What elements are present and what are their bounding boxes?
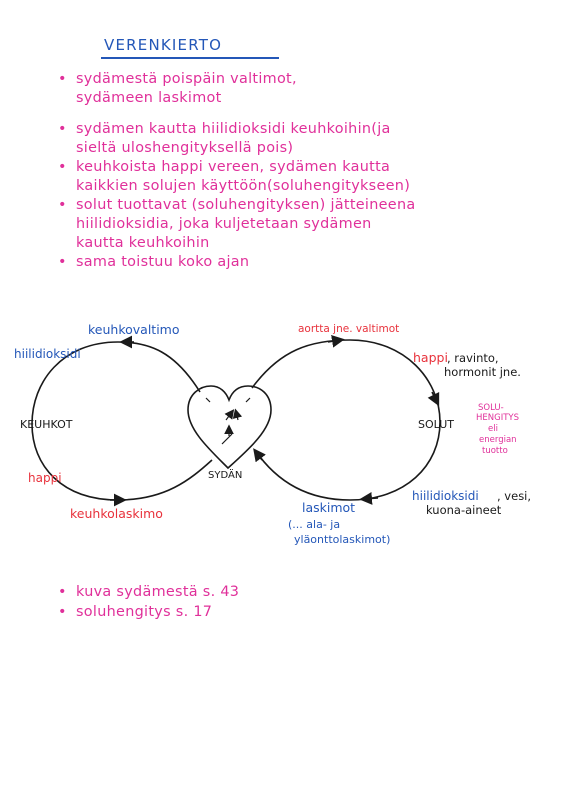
note-line: hiilidioksidia, joka kuljetetaan sydämen: [76, 216, 372, 232]
label-happi-left: happi: [28, 471, 62, 485]
note-line: sydämeen laskimot: [76, 90, 222, 106]
note-item: • keuhkoista happi vereen, sydämen kautt…: [58, 158, 548, 196]
note-item: • sama toistuu koko ajan: [58, 253, 548, 272]
notes-list: • sydämestä poispäin valtimot, sydämeen …: [58, 70, 548, 272]
heart-shape: [187, 385, 272, 470]
bullet: •: [58, 254, 67, 270]
note-item: • solut tuottavat (soluhengityksen) jätt…: [58, 196, 548, 253]
label-keuhkot: KEUHKOT: [20, 418, 73, 431]
title-underline: [101, 57, 279, 59]
bullet: •: [58, 121, 67, 137]
footer-list: • kuva sydämestä s. 43 • soluhengitys s.…: [58, 582, 358, 622]
bullet: •: [58, 71, 67, 87]
soluhengitys-note: SOLU- HENGITYS eli energian tuotto: [476, 403, 519, 456]
note-line: solut tuottavat (soluhengityksen) jättei…: [76, 197, 416, 213]
arrow-laskimot: [359, 492, 379, 505]
note-line: keuhkoista happi vereen, sydämen kautta: [76, 159, 391, 175]
bullet: •: [58, 197, 67, 213]
arrow-aortta: [327, 335, 345, 348]
label-hiilidioksidi-left: hiilidioksidi: [14, 347, 81, 361]
bullet: •: [58, 159, 67, 175]
note-line: kaikkien solujen käyttöön(soluhengitykse…: [76, 178, 411, 194]
note-line: sydämestä poispäin valtimot,: [76, 71, 297, 87]
label-laskimot: laskimot: [302, 500, 355, 515]
label-happi-right: happi: [413, 350, 448, 365]
footer-item: • soluhengitys s. 17: [58, 602, 358, 622]
right-loop-path: [251, 339, 441, 501]
label-aortta: aortta jne. valtimot: [298, 323, 399, 335]
footer-text: soluhengitys s. 17: [76, 604, 213, 620]
soluhengitys-line: SOLU-: [478, 403, 504, 413]
bullet: •: [58, 584, 67, 600]
soluhengitys-line: HENGITYS: [476, 413, 519, 423]
label-sydan: SYDÄN: [208, 468, 242, 481]
note-item: • sydämestä poispäin valtimot, sydämeen …: [58, 70, 548, 108]
footer-text: kuva sydämestä s. 43: [76, 584, 240, 600]
arrow-to-solut: [427, 391, 440, 407]
label-hormonit: hormonit jne.: [444, 365, 521, 379]
label-onttolaskimot-2: yläonttolaskimot): [294, 533, 390, 546]
circulation-diagram: keuhkovaltimo hiilidioksidi KEUHKOT happ…: [14, 322, 531, 546]
note-line: kautta keuhkoihin: [76, 235, 210, 251]
heart-inner-arrows: [205, 397, 251, 445]
bullet: •: [58, 604, 67, 620]
footer-item: • kuva sydämestä s. 43: [58, 582, 358, 602]
note-line: sydämen kautta hiilidioksidi keuhkoihin(…: [76, 121, 391, 137]
note-line: sama toistuu koko ajan: [76, 254, 250, 270]
label-solut: SOLUT: [418, 418, 454, 431]
label-kuona: kuona-aineet: [426, 503, 502, 517]
soluhengitys-line: eli: [488, 424, 498, 434]
label-hiilidioksidi-right: hiilidioksidi: [412, 489, 479, 503]
label-ravinto: , ravinto,: [447, 351, 499, 365]
label-onttolaskimot-1: (... ala- ja: [288, 518, 340, 531]
label-keuhkovaltimo: keuhkovaltimo: [88, 322, 180, 337]
left-loop-path: [31, 341, 213, 501]
label-keuhkolaskimo: keuhkolaskimo: [70, 506, 163, 521]
arrow-to-heart: [253, 448, 266, 463]
note-item: • sydämen kautta hiilidioksidi keuhkoihi…: [58, 120, 548, 158]
note-line: sieltä uloshengityksellä pois): [76, 140, 294, 156]
soluhengitys-line: tuotto: [482, 446, 508, 456]
label-vesi: , vesi,: [497, 489, 531, 503]
page-title: VERENKIERTO: [104, 36, 223, 54]
soluhengitys-line: energian: [479, 435, 517, 445]
